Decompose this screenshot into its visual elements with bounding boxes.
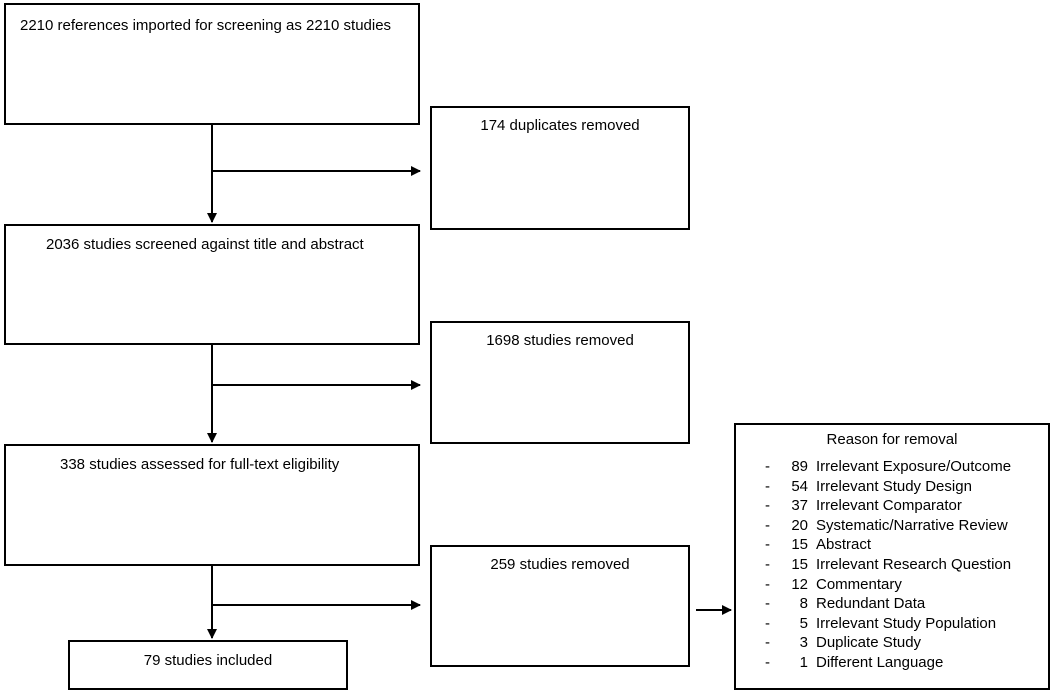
removed-full-text-label: 259 studies removed <box>490 556 630 573</box>
reason-count: 15 <box>791 555 808 573</box>
duplicates-removed-box: 174 duplicates removed <box>430 106 690 230</box>
removed-full-text-box: 259 studies removed <box>430 545 690 667</box>
reason-bullet: - <box>765 575 770 593</box>
reason-item: - 15 Abstract <box>736 535 1048 555</box>
reason-count: 89 <box>791 458 808 475</box>
reason-bullet: - <box>765 477 770 495</box>
reason-bullet: - <box>765 634 770 652</box>
reason-count: 3 <box>799 634 808 652</box>
reason-label: Commentary <box>816 575 902 593</box>
duplicates-removed-label: 174 duplicates removed <box>480 117 640 134</box>
reason-count: 54 <box>791 477 808 495</box>
reason-label: Irrelevant Study Design <box>816 477 972 495</box>
reason-label: Irrelevant Research Question <box>816 555 1012 573</box>
reason-label: Duplicate Study <box>816 634 922 652</box>
imported-box: 2210 references imported for screening a… <box>4 3 420 125</box>
full-text-box: 338 studies assessed for full-text eligi… <box>4 444 420 566</box>
reason-bullet: - <box>765 555 770 573</box>
reason-item: - 54 Irrelevant Study Design <box>736 477 1048 497</box>
reason-item: - 5 Irrelevant Study Population <box>736 614 1048 634</box>
reason-item: - 1 Different Language <box>736 653 1048 673</box>
reason-item: - 89 Irrelevant Exposure/Outcome <box>736 457 1048 477</box>
reason-bullet: - <box>765 458 770 475</box>
imported-label: 2210 references imported for screening a… <box>20 17 392 34</box>
full-text-label: 338 studies assessed for full-text eligi… <box>60 456 340 473</box>
reason-label: Redundant Data <box>816 595 926 613</box>
reason-bullet: - <box>765 614 770 632</box>
reason-bullet: - <box>765 497 770 515</box>
reason-bullet: - <box>765 595 770 613</box>
reason-bullet: - <box>765 536 770 554</box>
reason-item: - 3 Duplicate Study <box>736 633 1048 653</box>
reason-count: 37 <box>791 497 808 515</box>
reasons-box: Reason for removal - 89 Irrelevant Exposur… <box>734 423 1050 690</box>
reason-count: 15 <box>791 536 808 554</box>
reason-label: Irrelevant Exposure/Outcome <box>816 458 1012 475</box>
reasons-title: Reason for removal <box>826 431 958 448</box>
reason-count: 8 <box>799 595 808 613</box>
included-box: 79 studies included <box>68 640 348 690</box>
reason-label: Irrelevant Comparator <box>816 497 962 515</box>
reason-label: Abstract <box>816 536 872 554</box>
reason-bullet: - <box>765 516 770 534</box>
removed-title-abstract-box: 1698 studies removed <box>430 321 690 444</box>
reason-count: 1 <box>799 653 808 671</box>
reason-item: - 8 Redundant Data <box>736 594 1048 614</box>
screened-label: 2036 studies screened against title and … <box>46 236 364 253</box>
screened-box: 2036 studies screened against title and … <box>4 224 420 345</box>
reason-label: Different Language <box>816 653 944 671</box>
reason-item: - 37 Irrelevant Comparator <box>736 496 1048 516</box>
reason-label: Irrelevant Study Population <box>816 614 997 632</box>
reason-bullet: - <box>765 653 770 671</box>
removed-title-abstract-label: 1698 studies removed <box>486 332 634 349</box>
reason-item: - 12 Commentary <box>736 575 1048 595</box>
reason-item: - 20 Systematic/Narrative Review <box>736 516 1048 536</box>
reason-count: 20 <box>791 516 808 534</box>
reason-count: 5 <box>799 614 808 632</box>
reason-count: 12 <box>791 575 808 593</box>
reason-label: Systematic/Narrative Review <box>816 516 1008 534</box>
reason-item: - 15 Irrelevant Research Question <box>736 555 1048 575</box>
included-label: 79 studies included <box>143 652 273 669</box>
